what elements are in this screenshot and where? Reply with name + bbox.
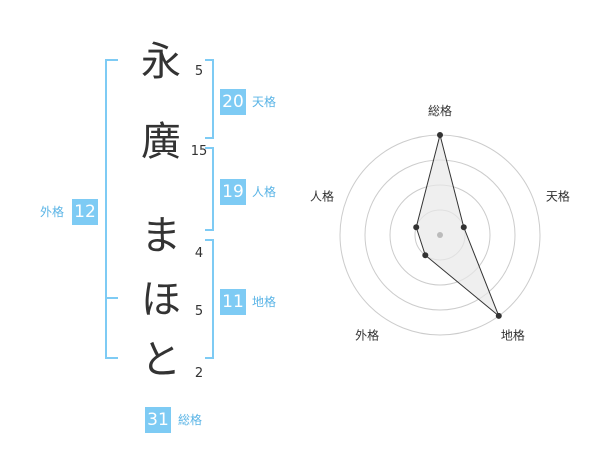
gaikaku-label: 外格 [40,205,65,219]
stroke-count-5: 2 [194,366,204,381]
radar-axis-label-1: 総格 [428,103,452,118]
stroke-count-4: 5 [194,304,204,319]
radar-center-dot [437,232,443,238]
jinkaku-label: 人格 [252,185,277,199]
soukaku-value: 31 [145,407,171,433]
soukaku-label: 総格 [178,413,203,427]
stroke-count-2: 15 [190,144,208,159]
chikaku-value: 11 [220,289,246,315]
radar-point-4 [422,252,429,259]
radar-point-1 [437,132,443,138]
name-char-3: ま [141,213,181,259]
radar-axis-label-4: 外格 [355,327,379,342]
jinkaku-bracket [205,147,214,231]
radar-point-2 [460,224,467,231]
stroke-count-1: 5 [194,64,204,79]
chikaku-bracket [205,239,214,359]
tenkaku-bracket [205,59,214,139]
radar-axis-label-3: 地格 [501,327,525,342]
radar-data-area [415,134,500,317]
tenkaku-label: 天格 [252,95,277,109]
name-char-1: 永 [141,39,181,85]
name-char-2: 廣 [141,119,181,165]
radar-axis-label-2: 天格 [546,189,570,204]
jinkaku-value: 19 [220,179,246,205]
gaikaku-bracket [105,59,118,359]
name-char-5: と [141,337,181,383]
gaikaku-value: 12 [72,199,98,225]
stroke-count-3: 4 [194,246,204,261]
radar-point-5 [413,224,420,231]
radar-axis-label-5: 人格 [310,189,334,204]
radar-point-3 [495,312,502,319]
tenkaku-value: 20 [220,89,246,115]
chikaku-label: 地格 [252,295,277,309]
name-char-4: ほ [141,277,181,323]
